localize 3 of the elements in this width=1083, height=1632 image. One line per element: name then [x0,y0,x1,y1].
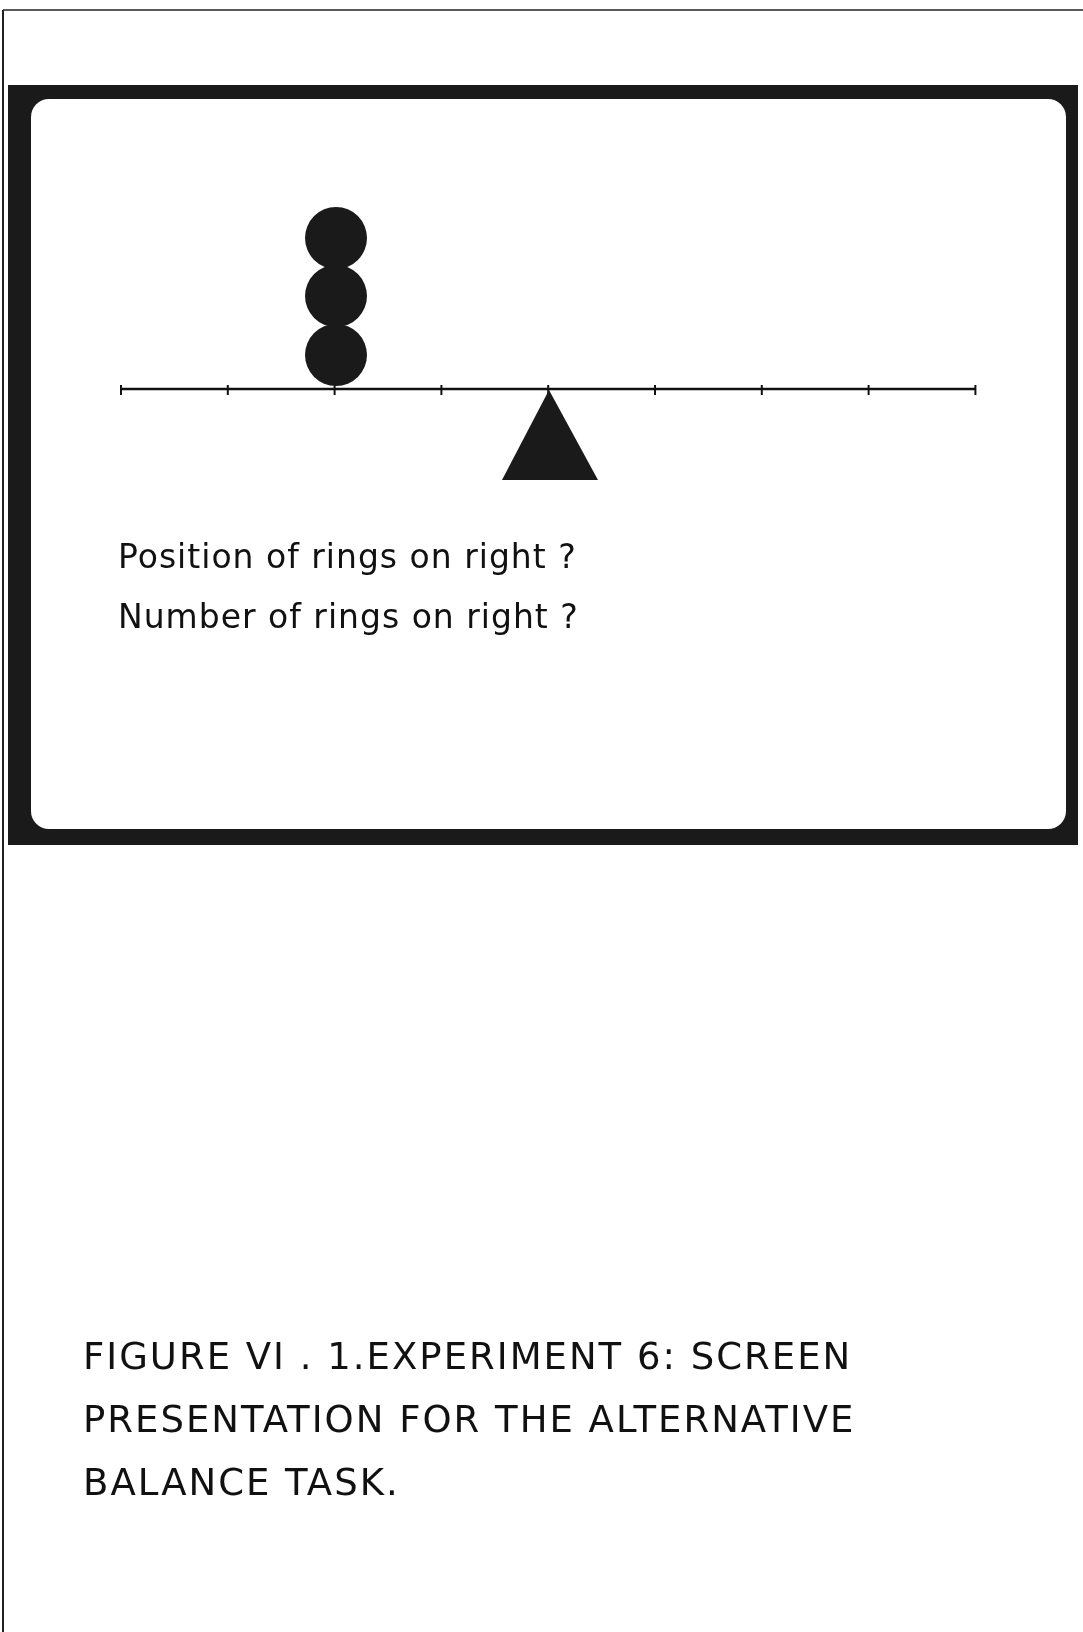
question-text: Number of rings on right ? [118,597,579,636]
figure-caption: FIGURE VI . 1.EXPERIMENT 6: SCREEN PRESENTATION FOR THE ALTERNATIVE BALANCE TASK. [83,1334,857,1506]
question-text: Position of rings on right ? [118,537,577,576]
